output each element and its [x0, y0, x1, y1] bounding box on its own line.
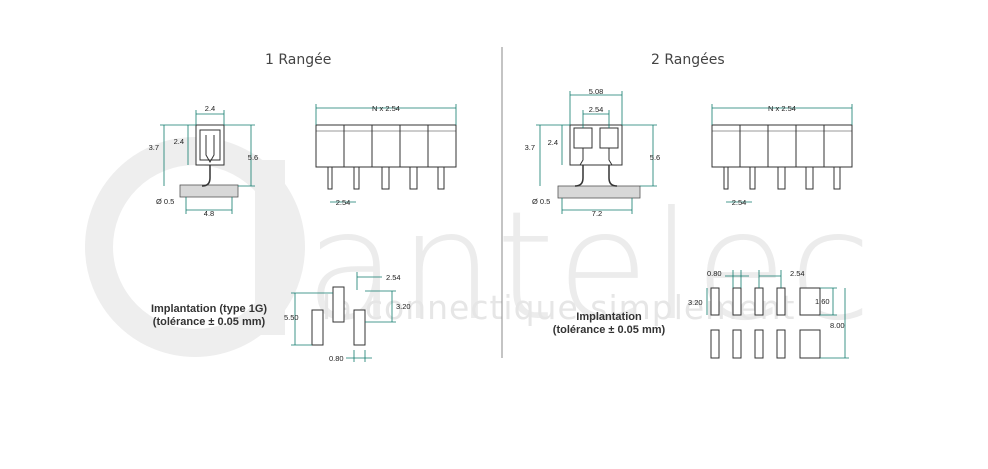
right-side-view: 5.08 2.54 3.7 2.4 5.6 Ø 0.5 7.2 [525, 87, 661, 218]
left-implantation-label-line2: (tolérance ± 0.05 mm) [152, 316, 266, 328]
left-pad-3 [353, 309, 366, 346]
left-front-view: N x 2.54 2.54 [315, 104, 457, 207]
right-pads-top [710, 287, 821, 316]
left-implantation-drawing: 2.54 3.20 5.50 0.80 [284, 272, 411, 363]
left-dim-front: N x 2.54 [372, 104, 400, 113]
left-impl-dim-height: 3.20 [396, 302, 411, 311]
right-panel-title: 2 Rangées [651, 52, 725, 68]
right-dim-top-width-inner: 2.54 [589, 105, 604, 114]
left-dim-hole: Ø 0.5 [156, 197, 174, 206]
left-pad-2 [332, 286, 345, 323]
left-impl-dim-pitch: 2.54 [386, 273, 401, 282]
right-contact-cavity-b [599, 127, 619, 149]
right-dim-height-b: 5.6 [650, 153, 660, 162]
right-dim-top-height: 2.4 [548, 138, 558, 147]
right-implantation-drawing: 0.80 2.54 3.20 1.60 8.00 [688, 269, 849, 359]
right-pcb-section [557, 185, 641, 199]
left-front-housing [315, 124, 457, 168]
right-dim-pitch: 2.54 [732, 198, 747, 207]
right-implantation-label-line1: Implantation [576, 311, 642, 323]
left-dim-top-width: 2.4 [205, 104, 215, 113]
left-contact-tail [201, 165, 211, 187]
left-dim-top-height: 2.4 [174, 137, 184, 146]
right-impl-dim-gap: 1.60 [815, 297, 830, 306]
left-implantation-label: Implantation (type 1G) (tolérance ± 0.05… [138, 303, 280, 329]
left-dim-width-b: 4.8 [204, 209, 214, 218]
left-pad-1 [311, 309, 324, 346]
right-impl-dim-height: 3.20 [688, 298, 703, 307]
left-dim-height-a: 3.7 [149, 143, 159, 152]
right-pads-bottom [710, 329, 821, 359]
right-front-view: N x 2.54 2.54 [711, 104, 853, 207]
right-front-housing [711, 124, 853, 168]
left-impl-dim-span: 5.50 [284, 313, 299, 322]
left-implantation-label-line1: Implantation (type 1G) [150, 303, 268, 315]
right-contact-tail-b [608, 165, 618, 187]
left-pcb-section [179, 184, 239, 198]
right-contact-springs [579, 148, 613, 166]
left-dim-height-b: 5.6 [248, 153, 258, 162]
right-contact-cavity-a [573, 127, 593, 149]
right-dim-hole: Ø 0.5 [532, 197, 550, 206]
right-implantation-label: Implantation (tolérance ± 0.05 mm) [540, 311, 678, 337]
right-dim-front: N x 2.54 [768, 104, 796, 113]
right-impl-dim-span: 8.00 [830, 321, 845, 330]
right-impl-dim-width: 0.80 [707, 269, 722, 278]
right-dim-top-width-outer: 5.08 [589, 87, 604, 96]
left-contact-spring [205, 135, 215, 164]
right-contact-tail-a [574, 165, 584, 187]
watermark-brand: antelec [305, 180, 874, 354]
left-contact-cavity [199, 129, 221, 161]
watermark-logo-mark [85, 137, 305, 357]
left-side-view: 2.4 3.7 2.4 5.6 Ø 0.5 4.8 [149, 104, 259, 218]
right-dim-height-a: 3.7 [525, 143, 535, 152]
left-dim-pitch: 2.54 [336, 198, 351, 207]
left-front-pins [327, 166, 445, 190]
right-front-pins [723, 166, 841, 190]
left-panel-title: 1 Rangée [265, 52, 332, 68]
right-dim-width-b: 7.2 [592, 209, 602, 218]
left-impl-dim-width: 0.80 [329, 354, 344, 363]
right-impl-dim-pitch: 2.54 [790, 269, 805, 278]
right-implantation-label-line2: (tolérance ± 0.05 mm) [552, 324, 666, 336]
